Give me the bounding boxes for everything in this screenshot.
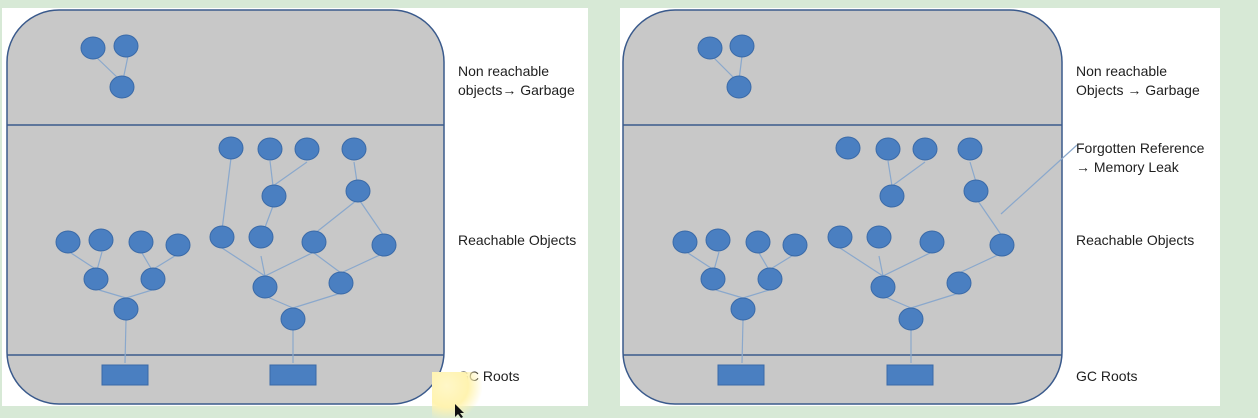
memory-leak-label: Forgotten Reference → Memory Leak <box>1076 140 1205 175</box>
object-node <box>757 267 783 291</box>
garbage-label: Non reachable Objects → Garbage <box>1076 63 1200 98</box>
left-diagram-canvas <box>6 9 445 405</box>
object-node <box>957 137 983 161</box>
garbage-node <box>729 34 755 58</box>
left-diagram: Non reachable objects→ Garbage Reachable… <box>2 8 588 406</box>
garbage-node <box>109 75 135 99</box>
gc-root-box <box>101 364 149 386</box>
right-diagram-canvas <box>622 9 1078 405</box>
object-node <box>165 233 191 257</box>
object-node <box>963 179 989 203</box>
object-node <box>252 275 278 299</box>
heap-panel <box>622 9 1063 405</box>
object-node <box>248 225 274 249</box>
gc-roots-label: GC Roots <box>1076 368 1138 384</box>
leaked-node <box>879 184 905 208</box>
garbage-node <box>697 36 723 60</box>
object-node <box>782 233 808 257</box>
reachable-label: Reachable Objects <box>458 232 577 248</box>
object-node <box>113 297 139 321</box>
object-node <box>989 233 1015 257</box>
gc-root-box <box>717 364 765 386</box>
object-node <box>294 137 320 161</box>
object-node <box>301 230 327 254</box>
object-node <box>705 228 731 252</box>
object-node <box>218 136 244 160</box>
arrow-cursor-icon <box>455 404 464 418</box>
leaked-node <box>875 137 901 161</box>
object-node <box>261 184 287 208</box>
object-node <box>745 230 771 254</box>
heap-panel <box>6 9 445 405</box>
object-node <box>827 225 853 249</box>
edges <box>687 55 1078 364</box>
object-node <box>328 271 354 295</box>
object-node <box>898 307 924 331</box>
edges <box>70 55 385 364</box>
object-nodes <box>672 34 1015 331</box>
object-node <box>866 225 892 249</box>
object-node <box>672 230 698 254</box>
garbage-node <box>113 34 139 58</box>
object-node <box>700 267 726 291</box>
reachable-label: Reachable Objects <box>1076 232 1195 248</box>
gc-root-boxes <box>101 364 317 386</box>
gc-root-box <box>886 364 934 386</box>
leaked-node <box>835 136 861 160</box>
garbage-node <box>726 75 752 99</box>
object-node <box>55 230 81 254</box>
object-node <box>371 233 397 257</box>
object-node <box>280 307 306 331</box>
object-node <box>209 225 235 249</box>
object-node <box>946 271 972 295</box>
object-node <box>919 230 945 254</box>
garbage-node <box>80 36 106 60</box>
object-node <box>88 228 114 252</box>
gc-root-boxes <box>717 364 934 386</box>
garbage-label: Non reachable objects→ Garbage <box>458 63 575 98</box>
object-node <box>83 267 109 291</box>
object-node <box>128 230 154 254</box>
object-node <box>345 179 371 203</box>
right-diagram: Non reachable Objects → Garbage Forgotte… <box>620 8 1220 406</box>
object-node <box>341 137 367 161</box>
object-nodes <box>55 34 397 331</box>
gc-root-box <box>269 364 317 386</box>
object-node <box>870 275 896 299</box>
object-node <box>140 267 166 291</box>
object-node <box>730 297 756 321</box>
leaked-node <box>912 137 938 161</box>
object-node <box>257 137 283 161</box>
